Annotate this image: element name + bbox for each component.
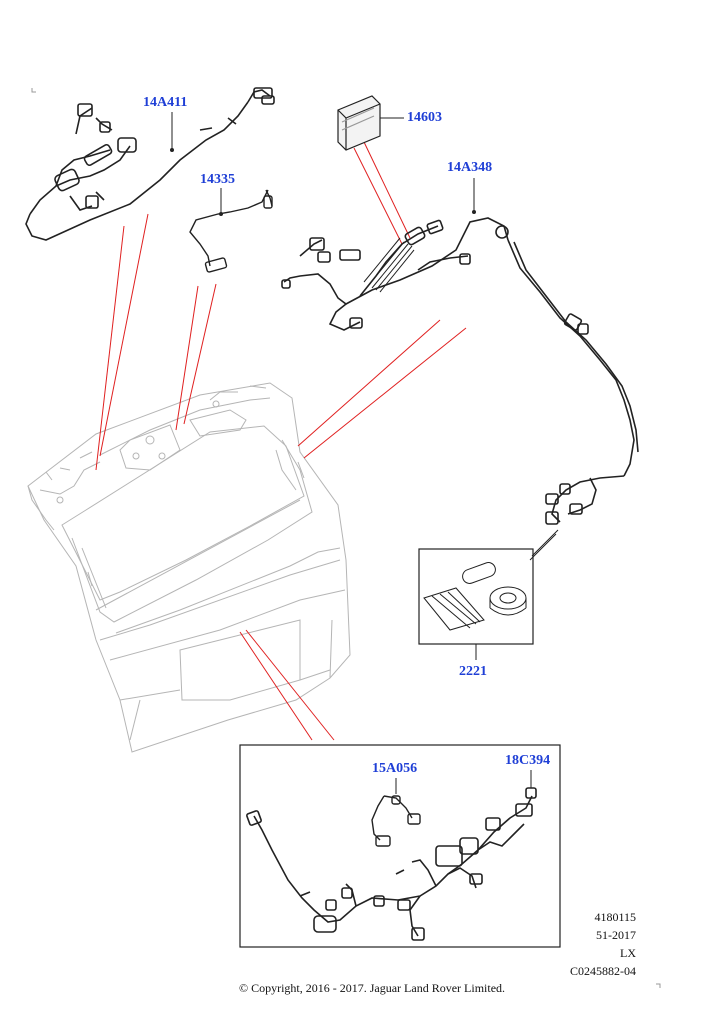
- copyright-notice: © Copyright, 2016 - 2017. Jaguar Land Ro…: [238, 981, 506, 995]
- detail-box: [239, 744, 561, 948]
- corrugated-conduit-14A348: [363, 237, 415, 293]
- corner-mark-bottom-right: [656, 983, 661, 988]
- info-line-1: 4180115: [594, 910, 636, 924]
- part-label-14A411[interactable]: 14A411: [143, 95, 188, 110]
- harness-14335[interactable]: [189, 189, 273, 273]
- repair-kit-box-2221[interactable]: [418, 548, 534, 660]
- harness-14A348[interactable]: [281, 217, 639, 525]
- info-line-4: C0245882-04: [570, 964, 636, 978]
- leader-2221-to-harness-b: [529, 533, 557, 561]
- part-label-18C394[interactable]: 18C394: [505, 753, 551, 768]
- part-label-14A348[interactable]: 14A348: [447, 160, 493, 175]
- harness-15A056[interactable]: [371, 795, 421, 847]
- part-label-14603[interactable]: 14603: [407, 110, 442, 125]
- info-line-2: 51-2017: [596, 928, 636, 942]
- harness-14A411[interactable]: [25, 87, 275, 241]
- corner-mark-top-left: [31, 88, 36, 93]
- module-14603[interactable]: [337, 95, 381, 151]
- part-label-14335[interactable]: 14335: [200, 172, 235, 187]
- part-label-2221[interactable]: 2221: [459, 664, 487, 679]
- tailgate-outline: [27, 382, 351, 753]
- harness-18C394[interactable]: [246, 787, 537, 941]
- info-line-3: LX: [620, 946, 636, 960]
- leader-2221-to-harness: [531, 529, 559, 557]
- leader-lines: [95, 141, 467, 741]
- part-label-15A056[interactable]: 15A056: [372, 761, 418, 776]
